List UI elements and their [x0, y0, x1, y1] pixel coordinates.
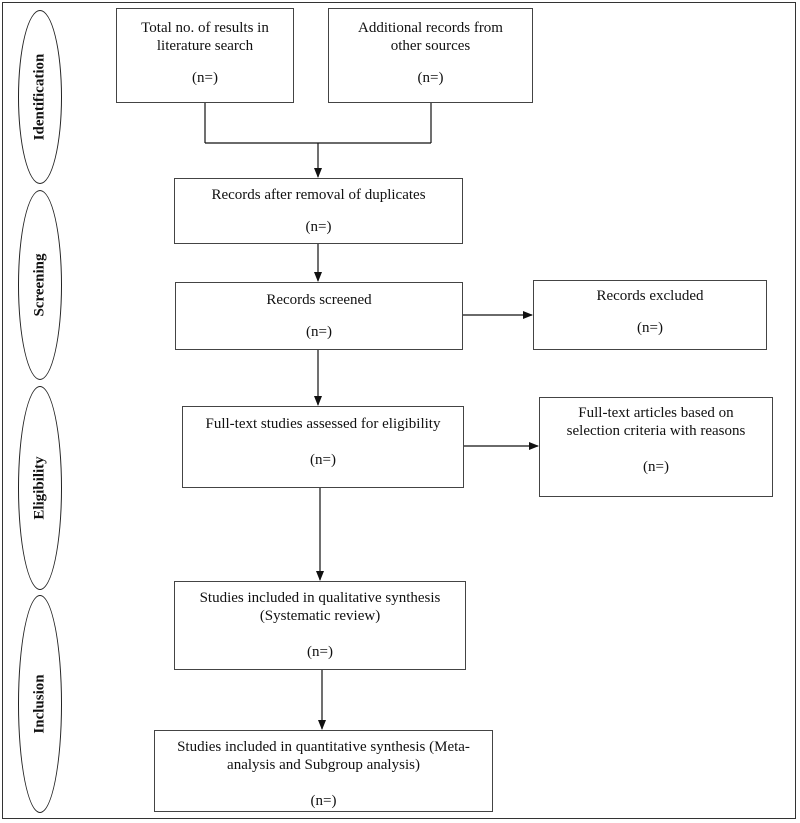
other-sources-count: (n=) [417, 70, 444, 86]
quantitative-label: Studies included in quantitative synthes… [177, 739, 470, 773]
fulltext-assessed-box: Full-text studies assessed for eligibili… [182, 406, 464, 488]
quantitative-box: Studies included in quantitative synthes… [154, 730, 493, 812]
qualitative-label: Studies included in qualitative synthesi… [199, 590, 441, 624]
stage-screening: Screening [18, 190, 62, 380]
fulltext-assessed-label: Full-text studies assessed for eligibili… [205, 416, 441, 432]
stage-identification: Identification [18, 10, 62, 184]
literature-search-count: (n=) [192, 70, 218, 86]
other-sources-label: Additional records from other sources [358, 20, 503, 54]
excluded-count: (n=) [637, 320, 663, 336]
after-duplicates-label: Records after removal of duplicates [211, 187, 426, 203]
stage-eligibility: Eligibility [18, 386, 62, 590]
screened-count: (n=) [306, 324, 332, 340]
fulltext-excluded-box: Full-text articles based on selection cr… [539, 397, 773, 497]
literature-search-label: Total no. of results in literature searc… [141, 20, 269, 54]
stage-inclusion: Inclusion [18, 595, 62, 813]
after-duplicates-box: Records after removal of duplicates (n=) [174, 178, 463, 244]
excluded-label: Records excluded [596, 288, 704, 304]
screened-box: Records screened (n=) [175, 282, 463, 350]
quantitative-count: (n=) [310, 793, 337, 809]
qualitative-box: Studies included in qualitative synthesi… [174, 581, 466, 670]
excluded-box: Records excluded (n=) [533, 280, 767, 350]
fulltext-excluded-count: (n=) [643, 459, 669, 475]
literature-search-box: Total no. of results in literature searc… [116, 8, 294, 103]
fulltext-assessed-count: (n=) [310, 452, 336, 468]
after-duplicates-count: (n=) [305, 219, 332, 235]
other-sources-box: Additional records from other sources (n… [328, 8, 533, 103]
screened-label: Records screened [266, 292, 372, 308]
qualitative-count: (n=) [307, 644, 333, 660]
fulltext-excluded-label: Full-text articles based on selection cr… [566, 405, 746, 439]
